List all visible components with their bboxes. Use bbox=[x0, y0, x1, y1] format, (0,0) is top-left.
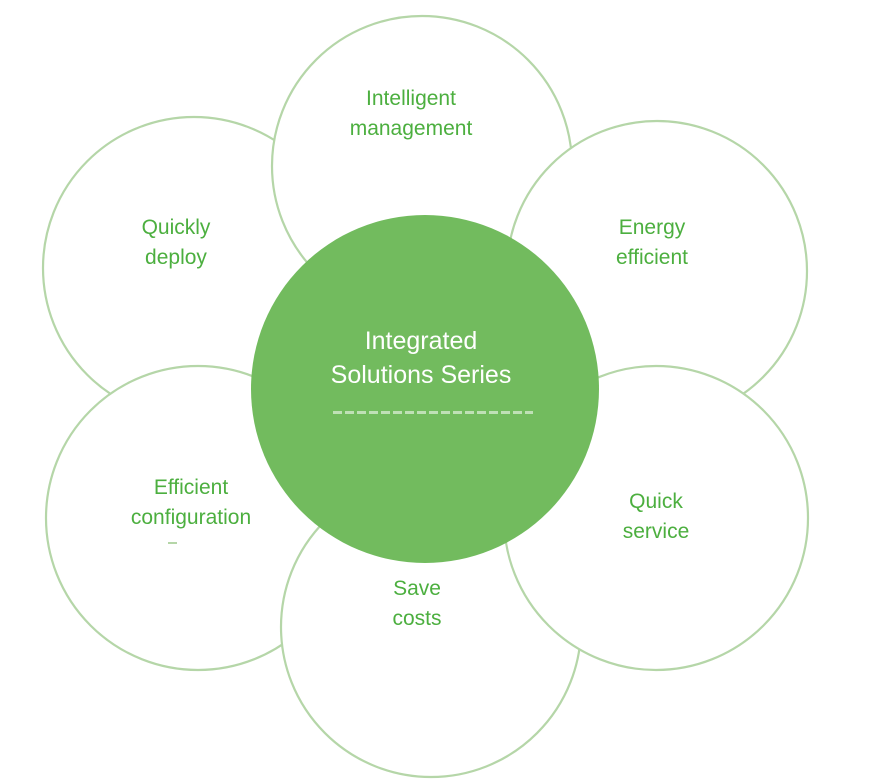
petal-label-quick-service: Quick service bbox=[622, 490, 690, 543]
petal-label-intelligent-management: Intelligent management bbox=[349, 87, 473, 140]
center-subtitle-stripe bbox=[333, 411, 533, 414]
decorative-dash bbox=[168, 542, 177, 544]
center-title: Integrated Solutions Series bbox=[330, 327, 512, 389]
petal-label-energy-efficient: Energy efficient bbox=[616, 216, 688, 269]
petal-label-save-costs: Save costs bbox=[392, 577, 442, 630]
center-hub-circle bbox=[251, 215, 599, 563]
petal-label-quickly-deploy: Quickly deploy bbox=[141, 216, 211, 269]
petal-label-efficient-configuration: Efficient configuration bbox=[130, 476, 252, 529]
